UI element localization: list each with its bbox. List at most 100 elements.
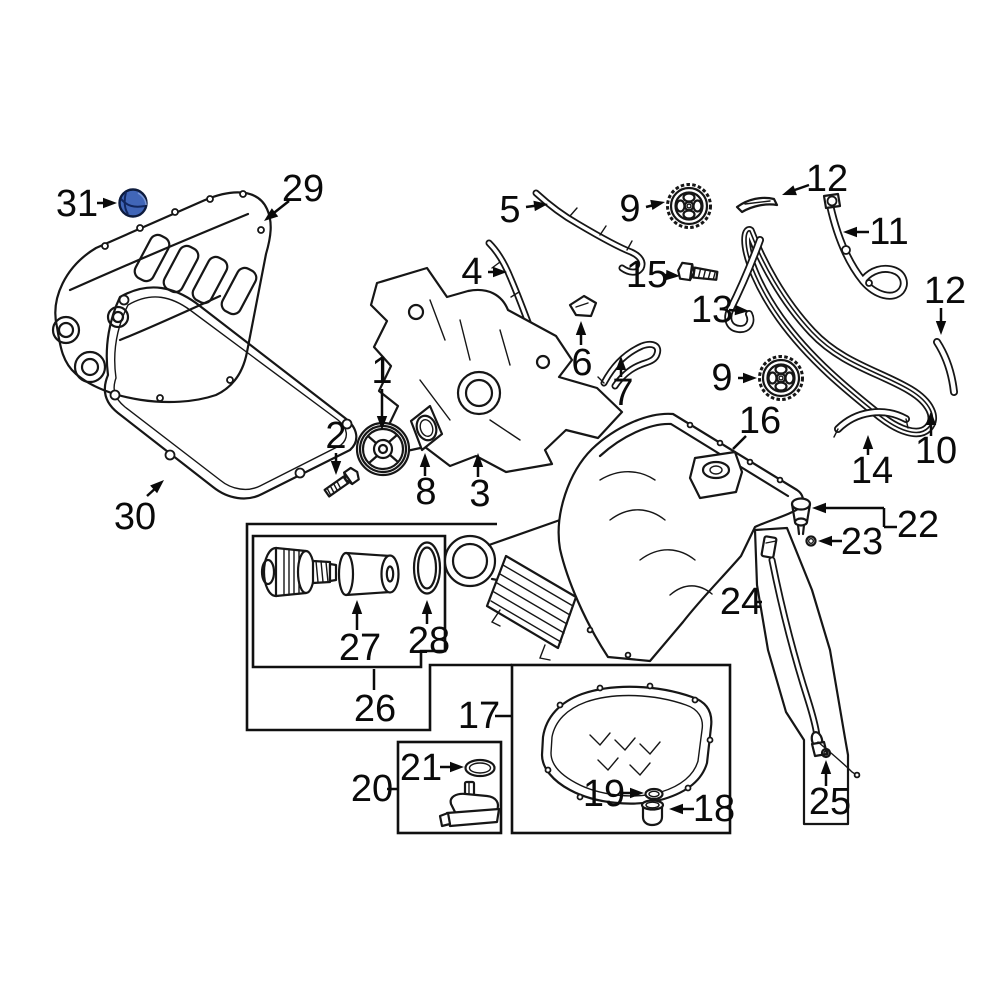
chain-guides	[724, 192, 958, 438]
timing-chain	[741, 226, 937, 438]
dipstick-handle	[760, 535, 778, 559]
callout-17-label: 17	[458, 695, 500, 737]
callout-14-arrowhead	[862, 435, 874, 449]
callout-25-arrowhead	[820, 760, 832, 774]
callout-6-label: 6	[571, 342, 592, 384]
callout-5-arrowhead	[533, 200, 548, 212]
callout-29-label: 29	[282, 168, 324, 210]
camshaft-sprocket-upper	[666, 183, 712, 229]
callout-6-arrowhead	[575, 321, 587, 335]
camshaft-sprocket-lower	[758, 355, 804, 401]
callout-12a-label: 12	[806, 158, 848, 200]
oil-dipstick-tube	[753, 526, 861, 826]
callout-4-label: 4	[461, 251, 482, 293]
filter-cap-o-ring	[412, 541, 442, 595]
chain-guide-12-upper	[735, 196, 779, 214]
callout-7-label: 7	[612, 372, 633, 414]
callout-16-label: 16	[739, 400, 781, 442]
valve-cover-gasket	[103, 286, 358, 500]
callout-28-arrowhead	[421, 600, 433, 614]
callout-29-arrowhead	[264, 208, 279, 221]
callout-15-label: 15	[626, 254, 668, 296]
drain-plug-washer	[644, 787, 664, 801]
callout-2-label: 2	[325, 415, 346, 457]
breather-housing	[688, 450, 744, 500]
callout-13-label: 13	[691, 289, 733, 331]
callout-30-label: 30	[114, 496, 156, 538]
callout-31-label: 31	[56, 183, 98, 225]
callout-9b-label: 9	[711, 357, 732, 399]
callout-7-arrowhead	[615, 356, 627, 370]
callout-9b-arrowhead	[743, 372, 757, 384]
callout-1-label: 1	[371, 350, 392, 392]
callout-14-label: 14	[851, 450, 893, 492]
callout-25-label: 25	[809, 781, 851, 823]
callout-3-label: 3	[469, 473, 490, 515]
filter-assembly-box-26	[245, 522, 512, 732]
timing-cover-gaskets	[485, 189, 662, 390]
callout-21-arrowhead	[450, 761, 464, 773]
callout-18-label: 18	[693, 788, 735, 830]
callout-9a-label: 9	[619, 188, 640, 230]
drain-plug	[640, 799, 665, 827]
crank-pulley	[355, 421, 411, 477]
callout-26-label: 26	[354, 688, 396, 730]
callout-22-arrowhead	[812, 502, 826, 514]
oil-filter-cartridge	[337, 551, 400, 597]
oil-funnel-assembly	[790, 497, 817, 547]
callout-10-label: 10	[915, 430, 957, 472]
oil-cooler	[485, 554, 578, 650]
gasket-6	[568, 294, 598, 318]
assembly-boxes	[245, 522, 732, 835]
pulley-bolt	[323, 466, 360, 498]
camshaft-bolt	[677, 261, 719, 282]
filter-subassembly-box	[251, 534, 447, 669]
callout-1-arrowhead	[376, 416, 388, 430]
oil-pan-box-17	[510, 663, 732, 835]
sensor-box-20	[396, 740, 503, 835]
callout-18-arrowhead	[669, 803, 683, 815]
callout-19-arrowhead	[630, 787, 644, 799]
callout-21-label: 21	[400, 747, 442, 789]
callout-4-arrowhead	[493, 266, 507, 278]
crank-seal-bore	[456, 370, 502, 416]
callout-30-arrowhead	[150, 480, 164, 494]
callout-27-arrowhead	[351, 600, 363, 614]
callout-13-arrowhead	[734, 304, 749, 316]
callout-24-label: 24	[720, 581, 762, 623]
callout-3-arrowhead	[472, 453, 484, 467]
callout-12b-arrowhead	[935, 321, 947, 335]
dipstick-o-ring	[820, 747, 832, 759]
callout-27-label: 27	[339, 627, 381, 669]
callout-5-label: 5	[499, 189, 520, 231]
callout-15-arrowhead	[665, 269, 680, 281]
oil-pan-upper	[443, 412, 805, 663]
oil-pan-lower	[540, 682, 714, 827]
callout-11-arrowhead	[843, 226, 857, 238]
oil-filter-cap	[260, 546, 338, 598]
callout-23-arrowhead	[818, 535, 832, 547]
callout-31-arrowhead	[103, 197, 117, 209]
oil-level-sensor	[438, 758, 501, 828]
callout-28-label: 28	[408, 620, 450, 662]
oil-filler-cap-highlight	[118, 188, 148, 218]
callout-20-label: 20	[351, 768, 393, 810]
sensor-o-ring	[464, 758, 496, 778]
callout-9a-arrowhead	[650, 199, 665, 210]
callout-12b-label: 12	[924, 270, 966, 312]
funnel-o-ring	[805, 535, 817, 547]
callout-23-label: 23	[841, 521, 883, 563]
callout-19-label: 19	[583, 773, 625, 815]
callout-16-leader	[732, 435, 747, 450]
crank-seal-plate	[409, 404, 444, 452]
callout-8-label: 8	[415, 471, 436, 513]
callout-11-label: 11	[869, 211, 908, 253]
callout-2-arrowhead	[330, 461, 342, 475]
callout-22-label: 22	[897, 504, 939, 546]
funnel	[790, 497, 812, 511]
callout-10-arrowhead	[925, 411, 937, 425]
callout-8-arrowhead	[419, 453, 431, 467]
